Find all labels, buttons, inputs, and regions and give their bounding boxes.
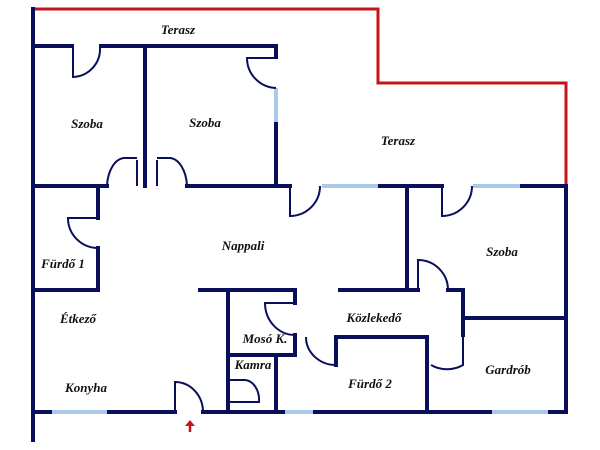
room-label-kozlekedo: Közlekedő (346, 310, 402, 325)
doors (66, 46, 473, 413)
room-label-furdo-1: Fürdő 1 (41, 256, 85, 271)
room-label-moso: Mosó K. (242, 331, 288, 346)
room-label-etkezo: Étkező (59, 311, 97, 326)
room-label-szoba-1: Szoba (71, 116, 103, 131)
room-label-szoba-3: Szoba (486, 244, 518, 259)
entrance-arrow (185, 420, 195, 432)
room-label-furdo-2: Fürdő 2 (348, 376, 392, 391)
room-label-szoba-2: Szoba (189, 115, 221, 130)
room-label-kamra: Kamra (234, 357, 272, 372)
room-label-gardrob: Gardrób (485, 362, 531, 377)
room-label-nappali: Nappali (221, 238, 265, 253)
room-label-terasz-right: Terasz (380, 133, 416, 148)
room-label-konyha: Konyha (65, 380, 107, 395)
walls (31, 7, 568, 442)
room-label-terasz-top: Terasz (160, 22, 196, 37)
windows (52, 88, 548, 414)
terrace-border (35, 7, 568, 186)
